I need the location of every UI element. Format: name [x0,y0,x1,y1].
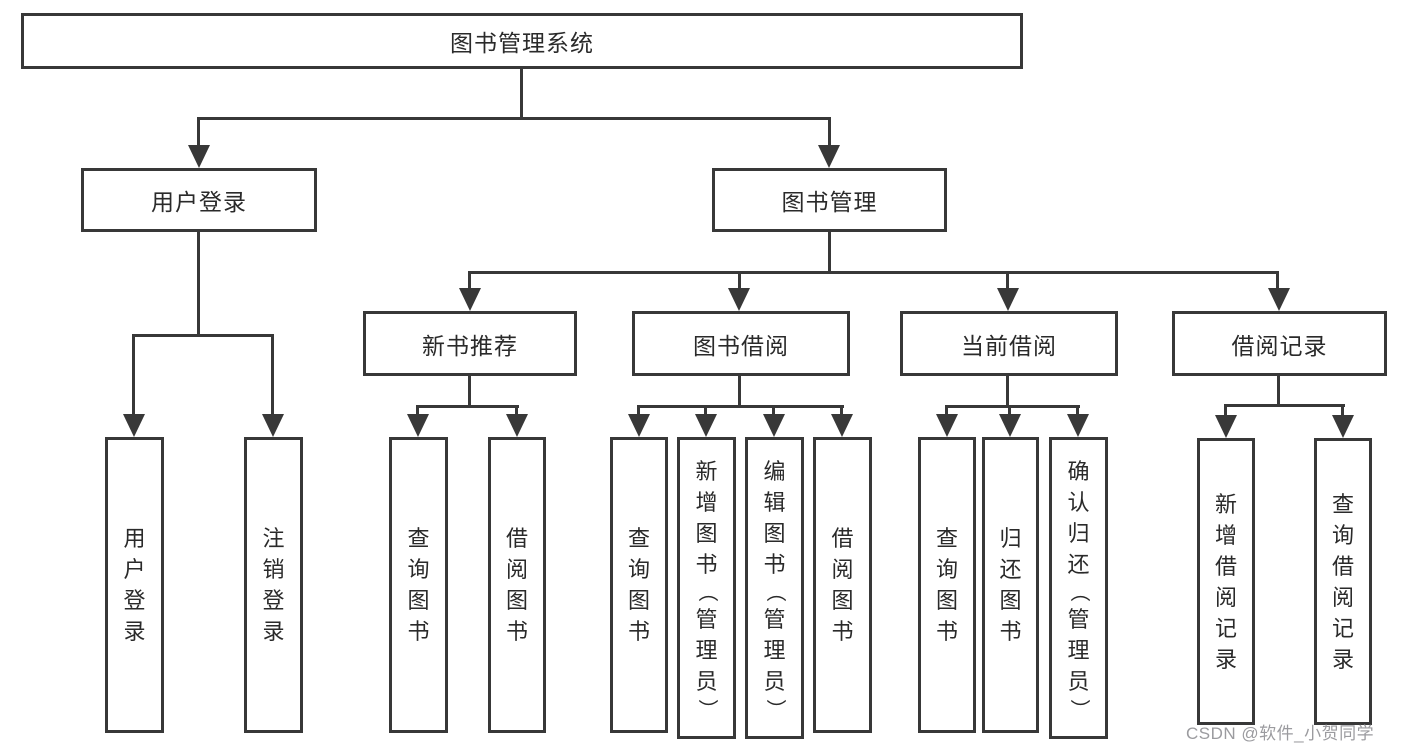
arrow-down-icon [1268,288,1290,311]
connector-line [1276,271,1279,291]
connector-line [637,405,640,417]
connector-line [828,232,831,273]
connector-line [416,405,419,417]
connector-line [197,232,200,335]
node-user-login: 用户登录 [81,168,317,232]
arrow-down-icon [831,414,853,437]
leaf-current-query-book: 查询图书 [918,437,976,733]
node-new-book-recommend: 新书推荐 [363,311,577,376]
connector-line [1224,404,1345,407]
arrow-down-icon [188,145,210,168]
arrow-down-icon [936,414,958,437]
connector-line [738,271,741,291]
leaf-add-borrow-record: 新增借阅记录 [1197,438,1255,725]
connector-line [637,405,844,408]
csdn-watermark: CSDN @软件_小贺同学 [1186,724,1375,743]
arrow-down-icon [262,414,284,437]
connector-line [416,405,519,408]
connector-line [197,117,831,120]
connector-line [515,405,518,417]
connector-line [738,376,741,407]
connector-line [1076,405,1079,417]
arrow-down-icon [728,288,750,311]
node-book-borrow: 图书借阅 [632,311,850,376]
leaf-logout: 注销登录 [244,437,303,733]
connector-line [468,376,471,407]
connector-line [945,405,1080,408]
node-root-system: 图书管理系统 [21,13,1023,69]
arrow-down-icon [506,414,528,437]
connector-line [468,271,471,291]
arrow-down-icon [459,288,481,311]
connector-line [1341,404,1344,418]
connector-line [772,405,775,417]
leaf-add-book-admin: 新增图书（管理员） [677,437,736,739]
connector-line [1224,404,1227,418]
connector-line [840,405,843,417]
connector-line [1006,271,1009,291]
arrow-down-icon [763,414,785,437]
leaf-borrow-query-book: 查询图书 [610,437,668,733]
node-borrow-record: 借阅记录 [1172,311,1387,376]
leaf-recommend-borrow-book: 借阅图书 [488,437,546,733]
connector-line [197,117,200,146]
leaf-edit-book-admin: 编辑图书（管理员） [745,437,804,739]
connector-line [1008,405,1011,417]
connector-line [945,405,948,417]
connector-line [1277,376,1280,406]
connector-line [271,334,274,416]
connector-line [1006,376,1009,407]
arrow-down-icon [123,414,145,437]
node-current-borrow: 当前借阅 [900,311,1118,376]
connector-line [520,69,523,118]
arrow-down-icon [999,414,1021,437]
connector-line [132,334,274,337]
leaf-borrow-book: 借阅图书 [813,437,872,733]
leaf-recommend-query-book: 查询图书 [389,437,448,733]
arrow-down-icon [407,414,429,437]
leaf-return-book: 归还图书 [982,437,1039,733]
arrow-down-icon [695,414,717,437]
arrow-down-icon [1215,415,1237,438]
connector-line [468,271,1279,274]
arrow-down-icon [628,414,650,437]
arrow-down-icon [1332,415,1354,438]
connector-line [828,117,831,146]
leaf-user-login: 用户登录 [105,437,164,733]
connector-line [704,405,707,417]
leaf-confirm-return-admin: 确认归还（管理员） [1049,437,1108,739]
connector-line [132,334,135,416]
arrow-down-icon [818,145,840,168]
node-book-management: 图书管理 [712,168,947,232]
leaf-query-borrow-record: 查询借阅记录 [1314,438,1372,725]
arrow-down-icon [1067,414,1089,437]
arrow-down-icon [997,288,1019,311]
